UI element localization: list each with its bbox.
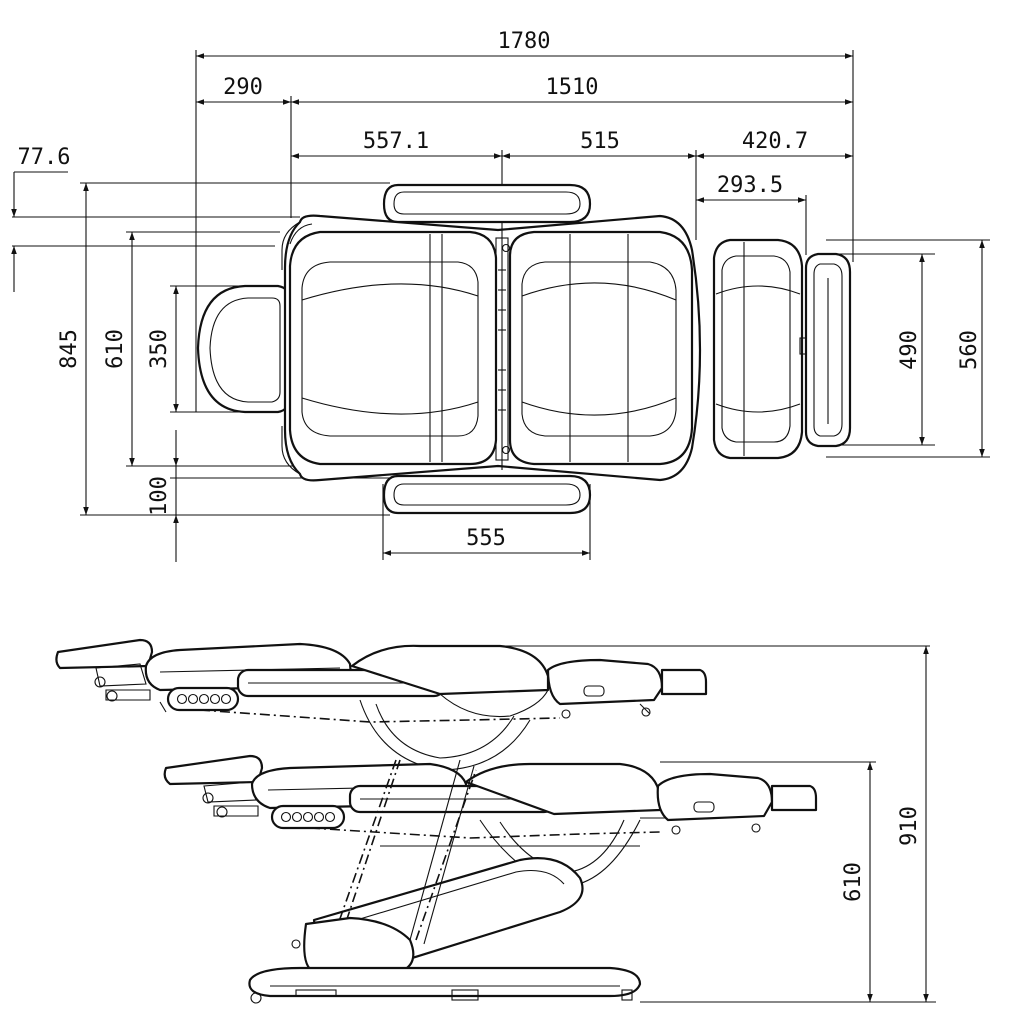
backrest-cushion bbox=[288, 230, 498, 466]
leg-rest bbox=[712, 238, 804, 460]
dim-head-section: 290 bbox=[223, 75, 263, 100]
dim-seat-width: 610 bbox=[103, 329, 128, 369]
top-view-dimensions bbox=[11, 50, 990, 562]
side-view-raised-chair bbox=[55, 638, 708, 771]
chair-base bbox=[248, 966, 642, 998]
dim-max-height: 910 bbox=[897, 806, 922, 846]
seat-cushion bbox=[508, 230, 694, 466]
dim-headrest-width: 350 bbox=[147, 329, 172, 369]
dim-leg-section: 420.7 bbox=[742, 129, 808, 154]
side-view-lowered-chair bbox=[163, 754, 818, 1004]
dim-seat-section: 515 bbox=[580, 129, 620, 154]
dim-leg-pad: 293.5 bbox=[717, 173, 783, 198]
side-view-dimensions: 910 610 bbox=[470, 645, 936, 1003]
dim-offset: 77.6 bbox=[18, 145, 71, 170]
headrest bbox=[196, 284, 292, 414]
dim-armrest-length: 555 bbox=[466, 526, 506, 551]
dim-overall-length: 1780 bbox=[498, 29, 551, 54]
armrest-top bbox=[382, 183, 592, 224]
top-view-chair bbox=[196, 183, 852, 515]
dim-armrest-offset: 100 bbox=[147, 476, 172, 516]
top-view-labels: 1780 290 1510 557.1 515 420.7 293.5 77.6… bbox=[18, 29, 982, 551]
dim-foot-width: 560 bbox=[957, 330, 982, 370]
armrest-bottom bbox=[382, 474, 592, 515]
dim-body-length: 1510 bbox=[546, 75, 599, 100]
dim-min-height: 610 bbox=[841, 862, 866, 902]
dim-back-section: 557.1 bbox=[363, 129, 429, 154]
dim-leg-width: 490 bbox=[897, 330, 922, 370]
dim-overall-width: 845 bbox=[57, 329, 82, 369]
